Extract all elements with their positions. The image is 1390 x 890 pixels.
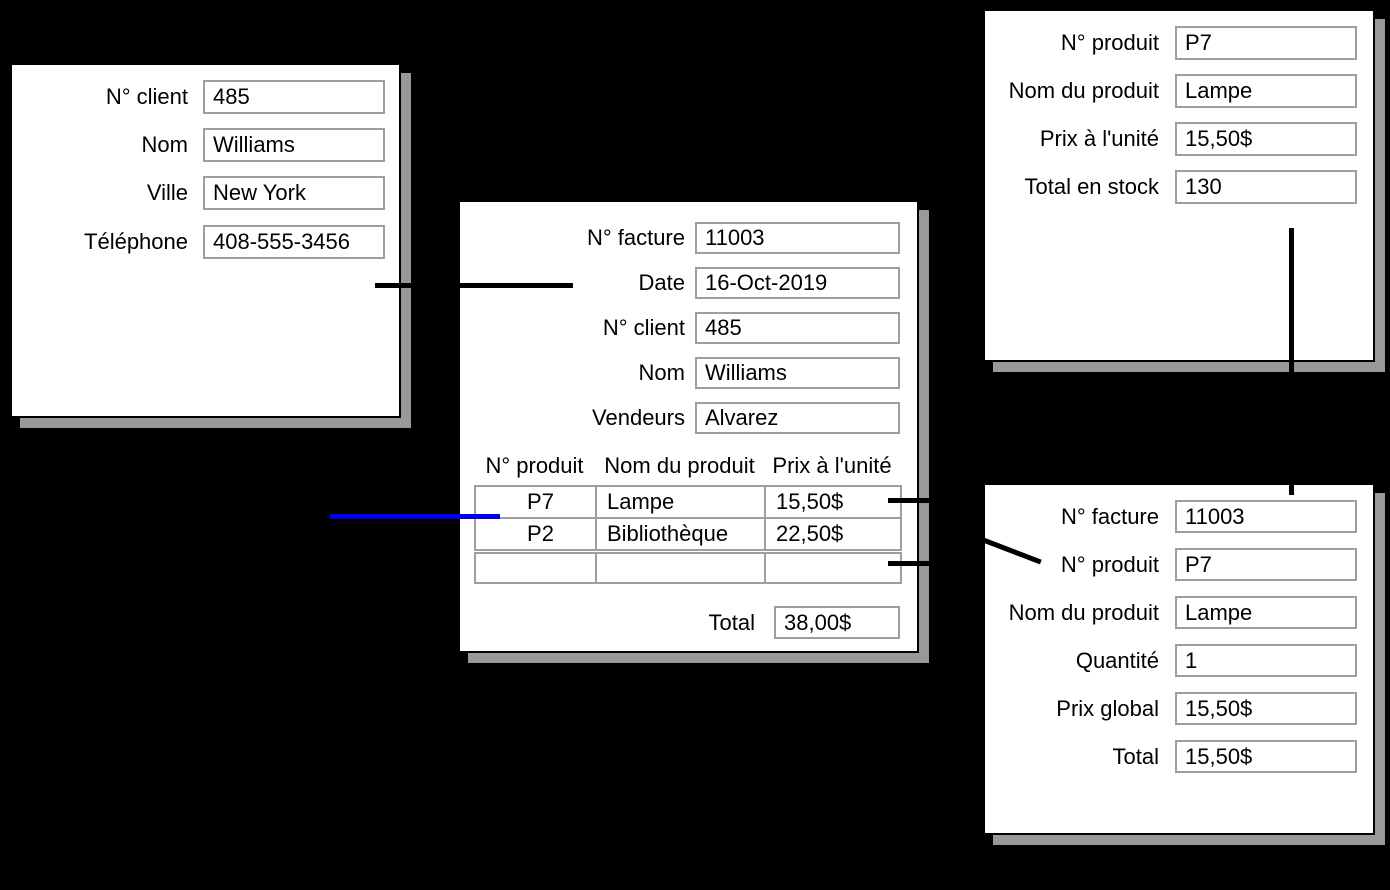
field-row: N° facture 11003 [460,222,917,254]
client-name-input[interactable]: Williams [203,128,385,162]
field-row: Téléphone 408-555-3456 [12,225,399,259]
invoice-client-number-input[interactable]: 485 [695,312,900,344]
table-cell [595,552,766,584]
table-cell: P7 [474,485,597,519]
field-label: Total [708,610,755,635]
line-global-price-input[interactable]: 15,50$ [1175,692,1357,725]
field-label: N° client [602,315,685,340]
product-number-input[interactable]: P7 [1175,26,1357,60]
field-row: Total 15,50$ [985,740,1373,774]
field-label: N° produit [1060,552,1159,577]
invoice-items-table: P7 Lampe 15,50$ P2 Bibliothèque 22,50$ [474,485,902,551]
field-label: Total en stock [1024,174,1159,199]
field-row: Quantité 1 [985,644,1373,678]
field-row: Nom du produit Lampe [985,74,1373,108]
invoice-client-name-input[interactable]: Williams [695,357,900,389]
field-label: Nom du produit [1008,78,1159,103]
field-row: Vendeurs Alvarez [460,402,917,434]
table-row: P2 Bibliothèque 22,50$ [474,517,902,551]
field-label: Total [1112,744,1159,769]
client-city-input[interactable]: New York [203,176,385,210]
field-label: Nom [141,132,188,157]
field-label: Ville [146,180,188,205]
field-label: Prix à l'unité [1039,126,1159,151]
invoice-items-empty-row [474,552,902,584]
field-row: Date 16-Oct-2019 [460,267,917,299]
field-label: N° produit [1060,30,1159,55]
product-stock-input[interactable]: 130 [1175,170,1357,204]
field-row: N° facture 11003 [985,500,1373,534]
field-row: Prix global 15,50$ [985,692,1373,726]
table-cell: 15,50$ [764,485,902,519]
invoice-total-input[interactable]: 38,00$ [774,606,900,639]
field-label: Nom [638,360,685,385]
field-row: N° client 485 [12,80,399,114]
table-cell: P2 [474,517,597,551]
items-column-header-unit-price: Prix à l'unité [772,453,892,478]
field-label: N° client [105,84,188,109]
field-label: Vendeurs [592,405,685,430]
invoice-line-form-card: N° facture 11003 N° produit P7 Nom du pr… [983,483,1375,835]
field-row: Total en stock 130 [985,170,1373,204]
table-cell: Lampe [595,485,766,519]
items-column-header-product-number: N° produit [485,453,584,478]
field-row: Nom Williams [12,128,399,162]
field-label: Prix global [1056,696,1159,721]
table-cell: Bibliothèque [595,517,766,551]
table-row [474,552,902,584]
items-column-header-product-name: Nom du produit [604,453,755,478]
invoice-total-row: Total 38,00$ [460,606,917,639]
field-label: N° facture [1060,504,1159,529]
field-label: Nom du produit [1008,600,1159,625]
table-cell [474,552,597,584]
line-total-input[interactable]: 15,50$ [1175,740,1357,773]
invoice-date-input[interactable]: 16-Oct-2019 [695,267,900,299]
field-row: Ville New York [12,176,399,210]
field-row: N° client 485 [460,312,917,344]
client-phone-input[interactable]: 408-555-3456 [203,225,385,259]
connector-invoice-row-p7-line [888,498,958,503]
line-product-number-input[interactable]: P7 [1175,548,1357,581]
invoice-salesperson-input[interactable]: Alvarez [695,402,900,434]
connector-invoice-empty-row-line [888,561,958,566]
product-form-card: N° produit P7 Nom du produit Lampe Prix … [983,9,1375,362]
connector-client-to-invoice-line [375,283,573,288]
line-invoice-number-input[interactable]: 11003 [1175,500,1357,533]
product-name-input[interactable]: Lampe [1175,74,1357,108]
field-row: Nom du produit Lampe [985,596,1373,630]
field-label: N° facture [586,225,685,250]
table-cell: 22,50$ [764,517,902,551]
field-row: N° produit P7 [985,26,1373,60]
invoice-number-input[interactable]: 11003 [695,222,900,254]
field-row: Prix à l'unité 15,50$ [985,122,1373,156]
client-form-card: N° client 485 Nom Williams Ville New Yor… [10,63,401,418]
field-label: Téléphone [84,229,188,254]
connector-product-to-invoice-line-vertical [1289,228,1294,495]
field-label: Date [638,270,685,295]
table-cell [764,552,902,584]
line-product-name-input[interactable]: Lampe [1175,596,1357,629]
product-unit-price-input[interactable]: 15,50$ [1175,122,1357,156]
field-row: N° produit P7 [985,548,1373,582]
invoice-form-card: N° facture 11003 Date 16-Oct-2019 N° cli… [458,200,919,653]
table-row: P7 Lampe 15,50$ [474,485,902,519]
field-row: Nom Williams [460,357,917,389]
connector-blue-pointer-line [330,514,500,519]
field-label: Quantité [1075,648,1159,673]
line-quantity-input[interactable]: 1 [1175,644,1357,677]
client-number-input[interactable]: 485 [203,80,385,114]
